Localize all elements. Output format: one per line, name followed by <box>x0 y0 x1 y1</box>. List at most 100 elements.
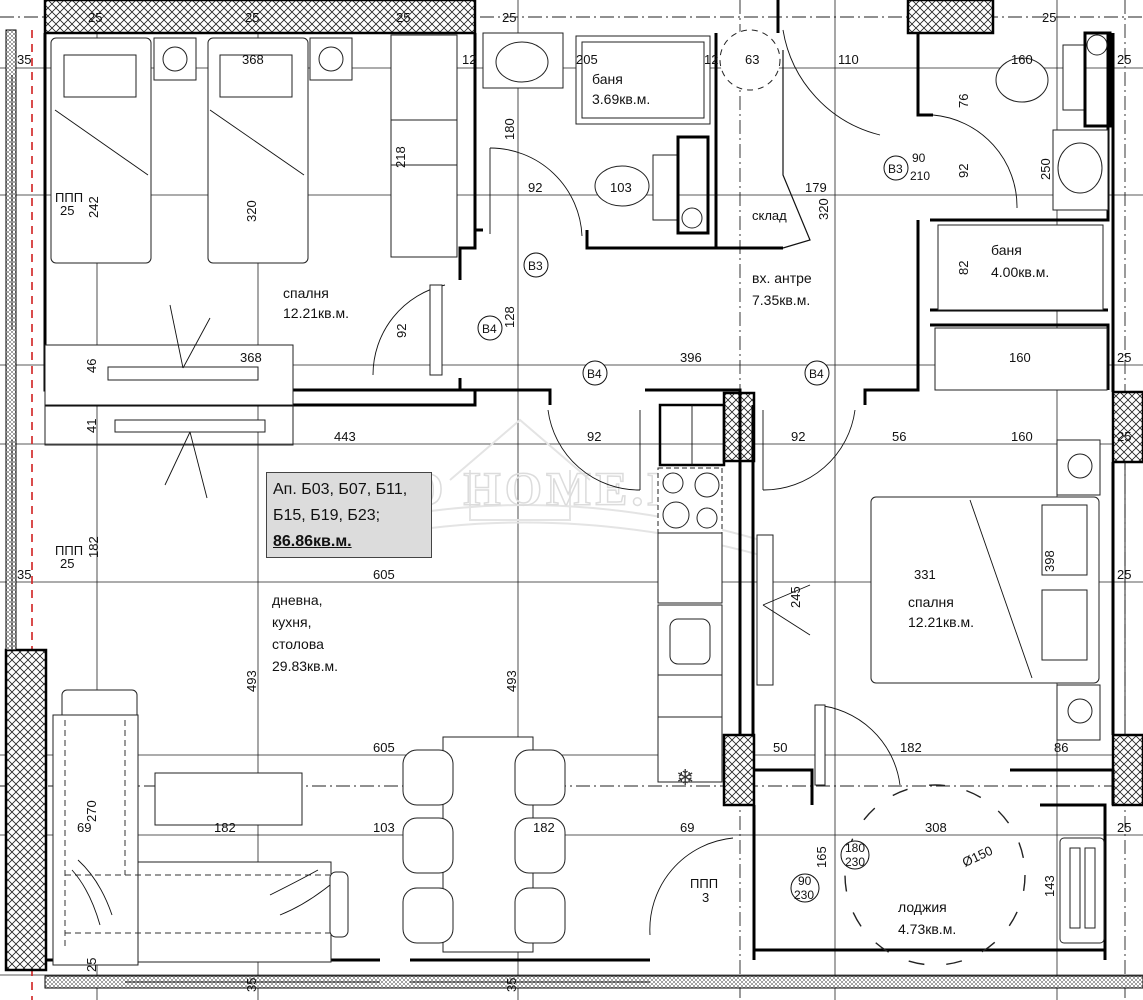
svg-text:25: 25 <box>502 10 516 25</box>
window-tag-loggia: 180 230 <box>840 840 870 870</box>
svg-text:25: 25 <box>1117 429 1131 444</box>
svg-text:86: 86 <box>1054 740 1068 755</box>
svg-text:25: 25 <box>1117 820 1131 835</box>
room-name-loggia: лоджия <box>898 899 947 915</box>
svg-text:50: 50 <box>773 740 787 755</box>
svg-text:210: 210 <box>910 169 930 183</box>
svg-text:B4: B4 <box>809 367 824 381</box>
svg-text:92: 92 <box>528 180 542 195</box>
room-labels: спалня 12.21кв.м. баня 3.69кв.м. склад в… <box>272 71 1049 937</box>
svg-text:230: 230 <box>845 855 865 869</box>
room-name-bathroom-1: баня <box>592 71 623 87</box>
door-tag-b4-living: B4 <box>582 360 608 386</box>
svg-text:12: 12 <box>462 52 476 67</box>
apartment-total-area: 86.86кв.м. <box>273 533 352 550</box>
svg-text:90: 90 <box>912 151 926 165</box>
room-name-entrance: вх. антре <box>752 270 812 286</box>
svg-text:92: 92 <box>956 164 971 178</box>
svg-text:230: 230 <box>794 888 814 902</box>
svg-text:320: 320 <box>244 200 259 222</box>
svg-text:103: 103 <box>610 180 632 195</box>
room-area-entrance: 7.35кв.м. <box>752 292 810 308</box>
svg-text:25: 25 <box>1042 10 1056 25</box>
room-name-storage: склад <box>752 208 787 223</box>
svg-text:35: 35 <box>244 978 259 992</box>
svg-text:128: 128 <box>502 306 517 328</box>
svg-text:493: 493 <box>504 670 519 692</box>
apartment-units-line2: Б15, Б19, Б23; <box>273 507 381 524</box>
svg-text:56: 56 <box>892 429 906 444</box>
svg-text:493: 493 <box>244 670 259 692</box>
svg-text:605: 605 <box>373 567 395 582</box>
svg-text:25: 25 <box>245 10 259 25</box>
svg-text:35: 35 <box>17 567 31 582</box>
window-tag-living: 90 230 <box>790 873 820 903</box>
svg-text:92: 92 <box>587 429 601 444</box>
svg-text:69: 69 <box>680 820 694 835</box>
svg-text:92: 92 <box>394 324 409 338</box>
svg-text:35: 35 <box>17 52 31 67</box>
svg-text:205: 205 <box>576 52 598 67</box>
svg-text:182: 182 <box>214 820 236 835</box>
svg-text:218: 218 <box>393 146 408 168</box>
svg-text:41: 41 <box>84 419 99 433</box>
room-name-bedroom-1: спалня <box>283 285 329 301</box>
apartment-units-line1: Ап. Б03, Б07, Б11, <box>273 481 408 498</box>
furniture: ❄ <box>44 29 1112 966</box>
svg-text:308: 308 <box>925 820 947 835</box>
sill-labels: ППП 25 ППП 25 ППП 3 <box>55 190 718 905</box>
svg-text:398: 398 <box>1042 550 1057 572</box>
svg-text:182: 182 <box>533 820 555 835</box>
svg-text:Ø150: Ø150 <box>960 843 995 870</box>
svg-text:B4: B4 <box>587 367 602 381</box>
svg-text:ППП: ППП <box>55 543 83 558</box>
svg-text:76: 76 <box>956 94 971 108</box>
room-name-living-1: дневна, <box>272 592 323 608</box>
svg-text:63: 63 <box>745 52 759 67</box>
dining-chairs <box>402 749 566 944</box>
door-tags: B3 B3 90 210 B4 B4 B4 180 230 90 230 <box>477 151 930 903</box>
svg-text:25: 25 <box>396 10 410 25</box>
svg-text:396: 396 <box>680 350 702 365</box>
svg-text:143: 143 <box>1042 875 1057 897</box>
svg-text:443: 443 <box>334 429 356 444</box>
svg-text:25: 25 <box>1117 52 1131 67</box>
svg-text:368: 368 <box>242 52 264 67</box>
svg-text:110: 110 <box>838 52 859 67</box>
svg-text:165: 165 <box>814 846 829 868</box>
svg-text:69: 69 <box>77 820 91 835</box>
svg-text:179: 179 <box>805 180 827 195</box>
svg-text:25: 25 <box>60 556 74 571</box>
svg-text:103: 103 <box>373 820 395 835</box>
svg-text:270: 270 <box>84 800 99 822</box>
windows <box>11 75 1126 983</box>
door-tag-b4-bedroom2: B4 <box>804 360 830 386</box>
room-name-bathroom-2: баня <box>991 242 1022 258</box>
svg-text:245: 245 <box>788 586 803 608</box>
svg-text:90: 90 <box>798 874 812 888</box>
svg-text:605: 605 <box>373 740 395 755</box>
door-tag-b3-bath1: B3 <box>523 252 549 278</box>
room-area-bathroom-1: 3.69кв.м. <box>592 91 650 107</box>
room-name-bedroom-2: спалня <box>908 594 954 610</box>
svg-text:331: 331 <box>914 567 936 582</box>
room-name-living-3: столова <box>272 636 324 652</box>
svg-text:25: 25 <box>84 958 99 972</box>
svg-text:160: 160 <box>1011 52 1033 67</box>
svg-text:3: 3 <box>702 890 709 905</box>
svg-text:12: 12 <box>704 52 718 67</box>
svg-text:25: 25 <box>1117 567 1131 582</box>
svg-text:320: 320 <box>816 198 831 220</box>
svg-text:B3: B3 <box>528 259 543 273</box>
svg-text:92: 92 <box>791 429 805 444</box>
svg-text:ППП: ППП <box>55 190 83 205</box>
svg-text:160: 160 <box>1011 429 1033 444</box>
svg-text:180: 180 <box>845 841 865 855</box>
svg-text:25: 25 <box>1117 350 1131 365</box>
room-area-living: 29.83кв.м. <box>272 658 338 674</box>
room-area-bathroom-2: 4.00кв.м. <box>991 264 1049 280</box>
room-area-loggia: 4.73кв.м. <box>898 921 956 937</box>
room-area-bedroom-2: 12.21кв.м. <box>908 614 974 630</box>
svg-text:25: 25 <box>60 203 74 218</box>
